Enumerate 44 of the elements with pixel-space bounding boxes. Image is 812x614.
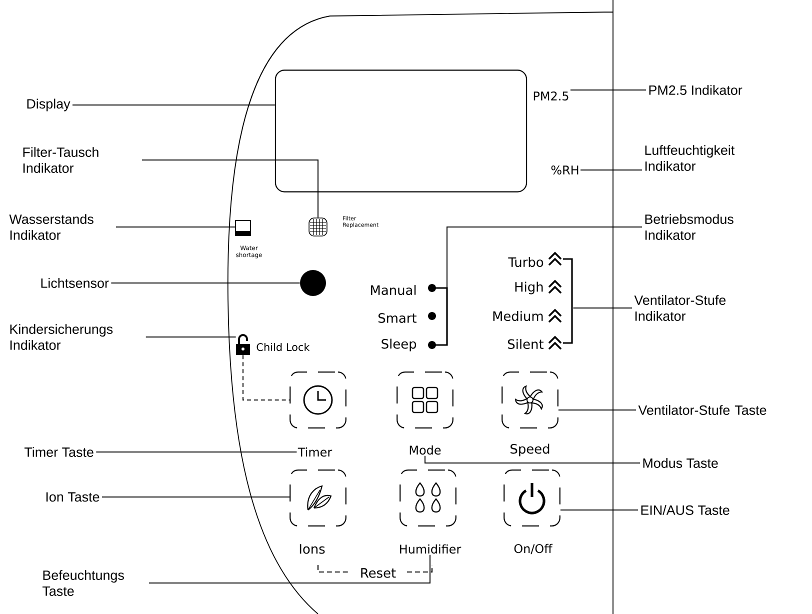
callout-label: Kindersicherungs Indikator xyxy=(10,324,113,350)
dashed-line xyxy=(242,354,290,400)
leader-line xyxy=(148,554,430,584)
callout-label: Ventilator-Stufe Indikator xyxy=(634,295,726,321)
filter-icon xyxy=(308,218,328,236)
padlock-icon xyxy=(236,334,250,355)
callout-label: Modus Taste xyxy=(643,458,718,468)
panel-label: Mode xyxy=(410,445,441,455)
callout-label: Ventilator-Stufe Taste xyxy=(638,405,766,415)
speed-label: High xyxy=(515,282,543,294)
speed-label: Silent xyxy=(508,338,544,349)
mode-label: Smart xyxy=(378,313,416,323)
leader-line xyxy=(145,336,236,338)
panel-label: Humidifier xyxy=(400,544,462,554)
callout-label: Filter-Tausch Indikator xyxy=(23,147,98,173)
callout-label: Befeuchtungs Taste xyxy=(42,570,124,596)
reset-label: Reset xyxy=(361,568,396,578)
mode-label: Sleep xyxy=(382,338,416,352)
bracket xyxy=(563,258,573,344)
callout-label: PM2.5 Indikator xyxy=(649,85,742,95)
light-sensor xyxy=(300,270,326,296)
display-screen xyxy=(274,70,528,192)
leader-line xyxy=(101,496,290,498)
button-label: Speed xyxy=(510,444,550,456)
water-icon xyxy=(235,220,251,236)
callout-label: Lichtsensor xyxy=(41,278,109,288)
speed-label: Medium xyxy=(493,310,543,321)
leader-line xyxy=(110,282,300,284)
callout-label: Luftfeuchtigkeit Indikator xyxy=(645,145,735,171)
callout-label: Wasserstands Indikator xyxy=(9,214,94,240)
leader-line xyxy=(116,226,236,228)
callout-label: Timer Taste xyxy=(24,447,94,457)
leader-line xyxy=(446,226,642,288)
callout-label: EIN/AUS Taste xyxy=(641,505,730,515)
panel-label: Timer xyxy=(298,447,332,457)
callout-label: Ion Taste xyxy=(46,492,100,502)
leader-line xyxy=(424,455,640,464)
leader-line xyxy=(72,104,276,106)
panel-label: PM2.5 xyxy=(534,91,568,101)
callout-label: Display xyxy=(27,98,70,112)
callout-label: Betriebsmodus Indikator xyxy=(645,214,734,240)
panel-label: %RH xyxy=(551,165,578,175)
bracket xyxy=(435,287,448,346)
leader-line xyxy=(141,160,318,218)
